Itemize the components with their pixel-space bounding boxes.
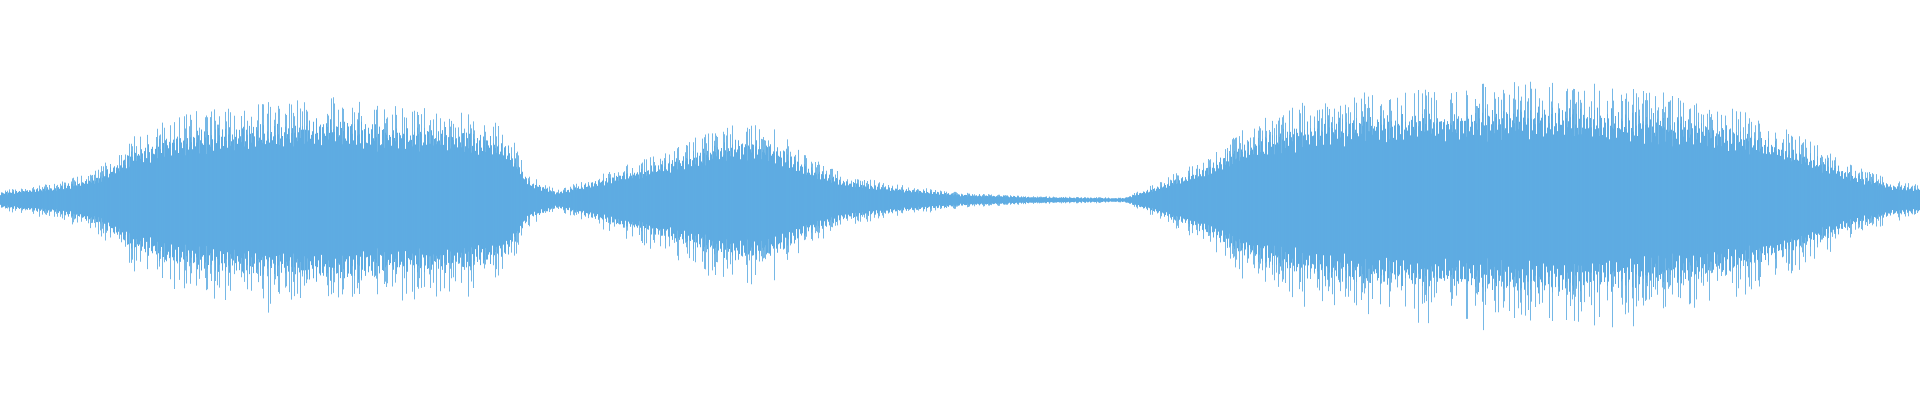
audio-waveform xyxy=(0,81,1920,331)
waveform-canvas xyxy=(0,81,1920,331)
